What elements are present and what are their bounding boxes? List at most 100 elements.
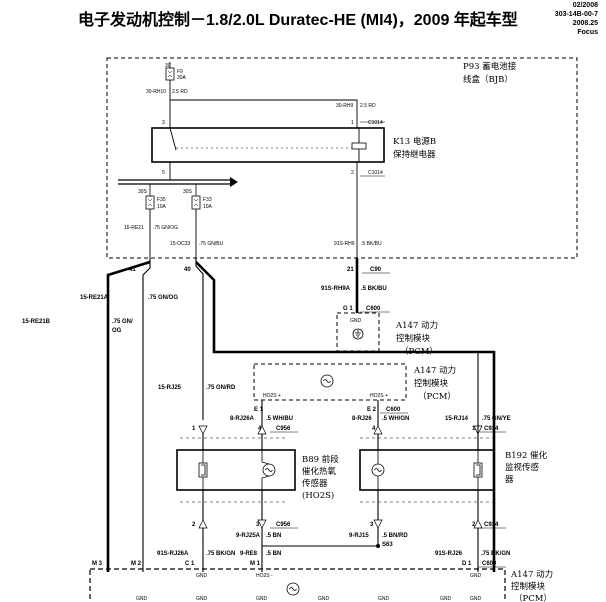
conn-c600-top: C600 — [366, 306, 381, 312]
pcm-bot-label-3: （PCM） — [514, 593, 552, 602]
gnd-label-3: GND — [256, 596, 268, 602]
gnd-label-4: GND — [318, 596, 330, 602]
wire-15re21a-spec: .75 GN/OG — [148, 295, 178, 301]
sine-wave-icon — [286, 582, 300, 596]
pin-3: 3 — [162, 120, 165, 126]
gnd-label-6: GND — [440, 596, 452, 602]
fuse-f33-rating: 10A — [203, 204, 213, 210]
ho2s-right: HO2S + — [370, 393, 388, 399]
wire-91srh9a-spec: .5 BK/BU — [361, 286, 387, 292]
bjb-label-2: 线盒（BJB） — [463, 74, 513, 85]
wire-9re8-spec: .5 BN — [266, 551, 281, 557]
ho2s-minus: HO2S - — [256, 573, 273, 579]
relay-coil — [351, 142, 367, 150]
conn-c1014-bot: C1014 — [368, 170, 383, 176]
wire-91srh9: 91S-RH9 — [334, 241, 355, 247]
wire-15re21a: 15-RE21A — [80, 295, 109, 301]
wire-15re21b: 15-RE21B — [22, 319, 51, 325]
pcm-top-box — [336, 312, 380, 352]
pin-3-right: 3 — [370, 522, 374, 528]
fuse-f33 — [191, 195, 201, 210]
fuse-f35-rail: 30S — [138, 189, 148, 195]
bjb-box — [106, 57, 578, 259]
wire-8rj26: 8-RJ26 — [352, 416, 372, 422]
doc-date: 02/2008 — [572, 2, 598, 9]
pin-g1: G 1 — [343, 306, 353, 312]
pin-40: 40 — [184, 267, 191, 273]
pin-d1: D 1 — [462, 561, 472, 567]
pin-1-right: 1 — [472, 426, 476, 432]
page-title: 电子发动机控制－1.8/2.0L Duratec-HE (MI4)，2009 年… — [78, 12, 518, 29]
pin-1-left: 1 — [192, 426, 196, 432]
pcm-bot-label-1: A147 动力 — [510, 569, 553, 580]
wire-30rh10-spec: 2.5 RD — [172, 89, 188, 95]
wire-15rj14: 15-RJ14 — [445, 416, 469, 422]
wire-15oc33-spec: .75 GN/BU — [199, 241, 224, 247]
wire-15re21b-spec-1: .75 GN/ — [112, 319, 133, 325]
fuse-f9-id: F9 — [177, 69, 183, 75]
b89-label-2: 催化热氧 — [302, 466, 337, 477]
relay-label-2: 保持继电器 — [393, 149, 436, 160]
fuse-f33-id: F33 — [203, 197, 212, 203]
pin-2-right: 2 — [472, 522, 476, 528]
fuse-f35-rating: 10A — [157, 204, 167, 210]
wire-15re21b-spec-2: OG — [112, 328, 122, 334]
conn-c956-top: C956 — [276, 426, 291, 432]
b89-label-3: 传感器 — [302, 478, 328, 489]
pin-41: 41 — [129, 267, 136, 273]
pin-5: 5 — [162, 170, 165, 176]
wire-91srj26a-spec: .75 BK/GN — [206, 551, 235, 557]
doc-model: Focus — [577, 29, 598, 36]
pcm-mid-label-2: 控制模块 — [414, 378, 449, 389]
pin-1: 1 — [351, 120, 354, 126]
ground-icon — [352, 328, 364, 340]
heater-icon — [198, 462, 208, 478]
pin-21: 21 — [347, 267, 354, 273]
wire-91srj26: 91S-RJ26 — [435, 551, 463, 557]
conn-c600-mid: C600 — [386, 407, 401, 413]
relay-k13 — [151, 127, 385, 163]
b192-label-3: 器 — [505, 475, 514, 485]
sine-wave-icon — [320, 374, 334, 388]
splice-s63: S63 — [382, 542, 393, 548]
pin-4-left: 4 — [258, 426, 262, 432]
pin-e1: E 1 — [254, 407, 264, 413]
wire-91srj26a: 91S-RJ26A — [157, 551, 189, 557]
wire-8rj26-spec: .5 WH/GN — [382, 416, 409, 422]
b89-label-4: (HO2S) — [302, 490, 334, 501]
wire-15re21-spec: .75 GN/OG — [153, 225, 178, 231]
wire-15rj25-spec: .75 GN/RD — [206, 385, 236, 391]
wire-9re8: 9-RE8 — [240, 551, 258, 557]
pcm-mid-label-1: A147 动力 — [413, 365, 456, 376]
gnd-label-d1: GND — [470, 573, 482, 579]
ho2s-left: HO2S + — [263, 393, 281, 399]
doc-version: 2008.25 — [572, 20, 598, 27]
fuse-f9-rating: 30A — [177, 75, 187, 81]
pin-c1: C 1 — [185, 561, 195, 567]
b89-label-1: B89 前段 — [302, 454, 339, 465]
pcm-top-label-2: 控制模块 — [396, 333, 431, 344]
pcm-top-label-3: （PCM） — [400, 346, 438, 357]
wire-30rh9-spec: 2.5 RD — [360, 103, 376, 109]
wire-8rj26a-spec: .5 WH/BU — [266, 416, 293, 422]
b192-label-2: 监视传感 — [505, 462, 540, 473]
conn-c934-top: C934 — [484, 426, 499, 432]
conn-c600-bot: C600 — [482, 561, 497, 567]
wire-8rj26a: 8-RJ26A — [230, 416, 255, 422]
fuse-f35 — [145, 195, 155, 210]
sensor-signal-icon — [262, 463, 276, 477]
pin-m3: M 3 — [92, 561, 103, 567]
pcm-mid-label-3: （PCM） — [418, 391, 456, 402]
sensor-signal-icon — [371, 463, 385, 477]
pcm-top-label-1: A147 动力 — [395, 320, 438, 331]
b192-label-1: B192 催化 — [505, 450, 548, 461]
gnd-label-1: GND — [136, 596, 148, 602]
fuse-f9 — [165, 67, 175, 81]
conn-c934-bot: C934 — [484, 522, 499, 528]
relay-label-1: K13 电源B — [393, 136, 436, 147]
heater-icon — [473, 462, 483, 478]
gnd-label-2: GND — [196, 596, 208, 602]
wire-30rh9: 30-RH9 — [336, 103, 353, 109]
wire-9rj25a: 9-RJ25A — [236, 533, 261, 539]
